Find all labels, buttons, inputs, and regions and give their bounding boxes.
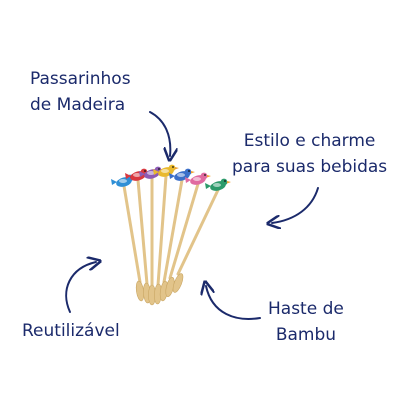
reusable-label: Reutilizável [22,318,120,344]
stem-label-line-2: Bambu [275,325,337,345]
bird-icon [185,172,211,185]
bamboo-stirrers [122,174,220,306]
bamboo-stick [168,182,200,280]
bird-icon [205,178,231,191]
style-label: Estilo e charme para suas bebidas [232,128,387,180]
bamboo-stick [136,178,149,286]
bamboo-stick [122,184,142,284]
birds-label: Passarinhos de Madeira [30,66,131,118]
reusable-label-line-1: Reutilizável [22,321,120,341]
arrow-to-style [272,187,319,223]
stick-paddle [172,273,184,293]
stem-label-line-1: Haste de [268,299,344,319]
arrow-to-birds [149,111,170,156]
birds-label-line-2: de Madeira [30,95,126,115]
stem-label: Haste de Bambu [268,296,344,348]
arrow-to-stem [206,286,261,320]
style-label-line-1: Estilo e charme [243,131,376,151]
arrow-to-reusable [65,262,96,313]
bamboo-stick [176,188,220,276]
style-label-line-2: para suas bebidas [232,157,388,177]
wooden-birds [111,164,231,191]
bamboo-stick [162,178,184,284]
bamboo-stick [156,174,168,287]
birds-label-line-1: Passarinhos [30,69,131,89]
